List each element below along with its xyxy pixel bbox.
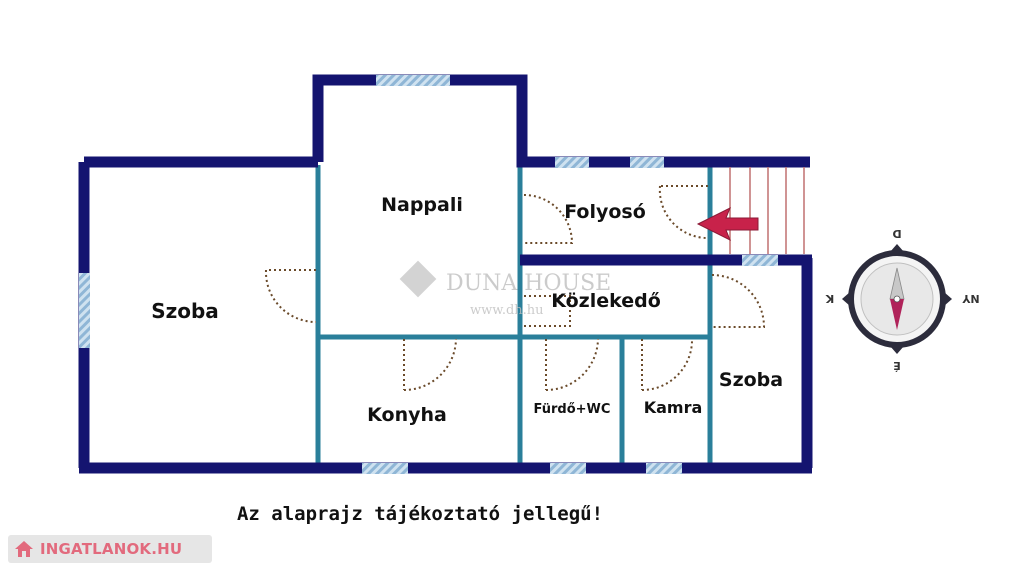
room-label-szoba-left: Szoba: [151, 299, 219, 323]
doors: [264, 185, 766, 391]
watermark: DUNA HOUSE www.dh.hu: [399, 260, 611, 318]
window-top-folyoso-1: [555, 157, 589, 168]
stairs: [729, 167, 805, 254]
room-label-furdo: Fürdő+WC: [534, 402, 611, 417]
room-label-kamra: Kamra: [644, 398, 703, 417]
window-left-szoba: [79, 273, 90, 348]
watermark-logo-icon: [399, 260, 437, 298]
disclaimer-note: Az alaprajz tájékoztató jellegű!: [236, 503, 604, 525]
room-label-kozlekedo: Közlekedő: [551, 290, 661, 312]
door-szoba-left: [264, 269, 317, 323]
room-label-szoba-right: Szoba: [719, 369, 783, 391]
compass-left-label: K: [825, 292, 834, 305]
windows: [79, 75, 778, 474]
window-bottom-konyha: [362, 463, 408, 474]
window-top-nappali: [376, 75, 450, 86]
door-folyoso-left: [523, 194, 574, 244]
watermark-url: www.dh.hu: [470, 303, 544, 318]
entrance-arrow-icon: [696, 206, 759, 242]
compass-top-label: D: [892, 227, 901, 240]
room-label-folyoso: Folyosó: [564, 201, 646, 223]
watermark-brand: DUNA HOUSE: [446, 271, 611, 296]
window-bottom-furdo: [550, 463, 586, 474]
door-furdo: [545, 338, 599, 391]
compass-icon: D É K NY: [825, 227, 979, 372]
window-right-szoba: [742, 255, 778, 266]
door-kamra: [641, 338, 694, 391]
ingatlanok-badge: INGATLANOK.HU: [8, 535, 212, 563]
compass-bottom-label: É: [893, 359, 901, 372]
badge-text: INGATLANOK.HU: [40, 540, 183, 558]
window-bottom-kamra: [646, 463, 682, 474]
door-konyha: [403, 338, 457, 391]
room-labels: Nappali Folyosó Közlekedő Szoba Szoba Ko…: [151, 194, 783, 426]
room-label-nappali: Nappali: [381, 194, 463, 216]
room-label-konyha: Konyha: [367, 404, 447, 426]
compass-right-label: NY: [961, 292, 979, 305]
door-kozlekedo-right: [711, 274, 766, 328]
door-kozlekedo-lower: [524, 295, 571, 327]
door-folyoso-entrance: [658, 185, 709, 240]
window-top-folyoso-2: [630, 157, 664, 168]
house-icon: [15, 541, 33, 557]
